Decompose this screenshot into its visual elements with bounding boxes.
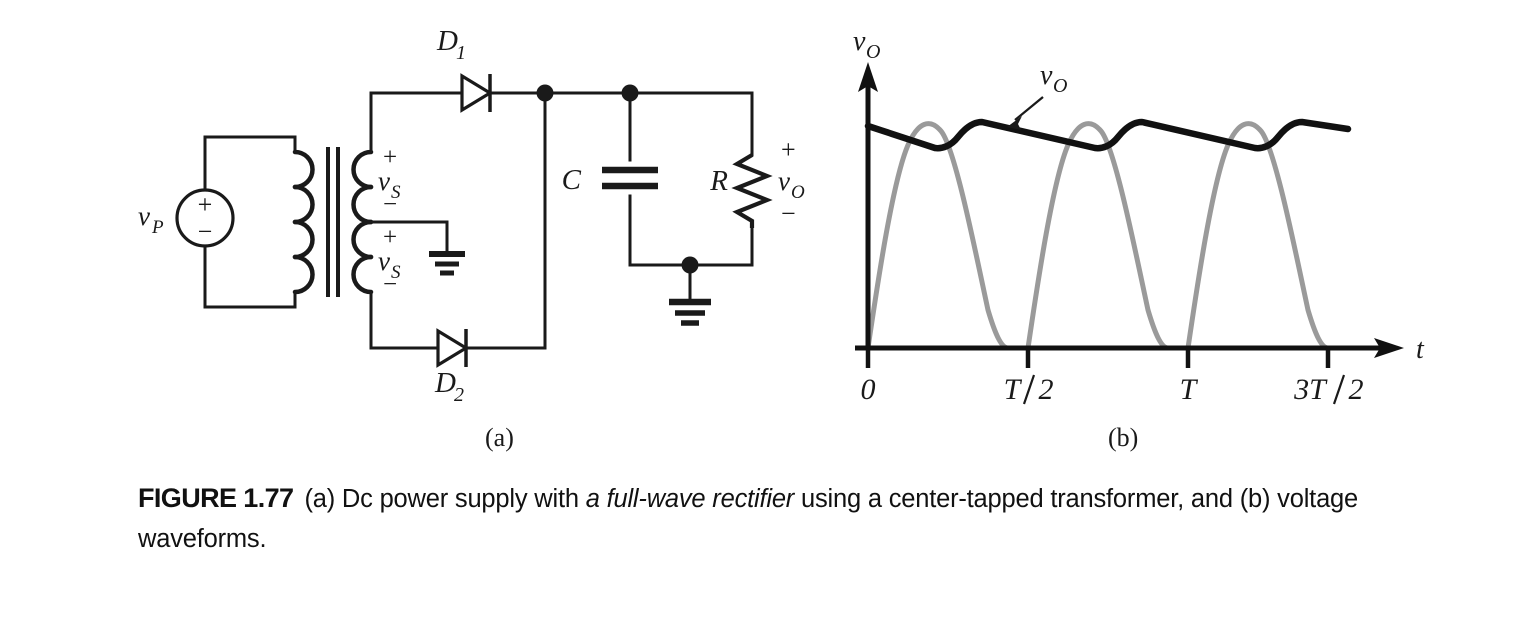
vs-bottom-plus-sign: +	[383, 224, 397, 251]
vs-top-plus-sign: +	[383, 144, 397, 171]
diode-d1-sub: 1	[456, 42, 466, 64]
output-label-sub: O	[791, 182, 805, 203]
subfigure-label-b: (b)	[1108, 423, 1139, 452]
node-dot-d1-output	[536, 84, 554, 102]
vs-bottom-label-v: v	[378, 246, 390, 276]
caption-part-a: (a)	[304, 485, 336, 513]
resistor-label: R	[709, 165, 728, 197]
secondary-turn-3	[351, 219, 374, 260]
tick-label-0: 0	[861, 373, 876, 406]
x-axis-title: t	[1416, 334, 1425, 365]
tick-label-T2-numerator: T	[1004, 373, 1023, 406]
y-axis-arrowhead	[858, 62, 878, 92]
secondary-turn-4	[351, 254, 374, 295]
rectified-sine-curve	[865, 121, 1331, 351]
figure-number: FIGURE 1.77	[138, 483, 294, 513]
transformer-secondary-coil	[351, 149, 374, 295]
tick-label-T2-denominator: 2	[1039, 373, 1054, 406]
vs-top-label-sub: S	[391, 182, 401, 203]
transformer-primary-coil	[292, 149, 315, 295]
curve-annotation-sub: O	[1053, 75, 1067, 97]
node-dot-ground	[681, 256, 699, 274]
output-label-v: v	[778, 166, 790, 196]
output-minus-sign: −	[781, 199, 796, 228]
source-minus-sign: −	[198, 217, 213, 246]
vs-top-minus-sign: −	[383, 191, 397, 218]
y-axis-title-v: v	[853, 26, 866, 57]
diode-d2	[432, 328, 545, 368]
diode-d2-sub: 2	[454, 384, 464, 406]
secondary-turn-1	[351, 149, 374, 190]
node-dot-capacitor-top	[621, 84, 639, 102]
tick-label-T-over-2: T 2	[1004, 373, 1054, 406]
tick-label-3T2-numerator: 3T	[1293, 373, 1328, 406]
ground-icon-center-tap	[429, 251, 465, 276]
x-axis-ticks	[865, 348, 1331, 368]
tick-label-3T2-denominator: 2	[1349, 373, 1364, 406]
x-axis	[855, 338, 1404, 358]
vs-bottom-minus-sign: −	[383, 271, 397, 298]
output-plus-sign: +	[781, 135, 796, 164]
source-label-sub: P	[151, 217, 164, 238]
caption-italic-phrase: a full-wave rectifier	[585, 485, 795, 513]
junction-dots	[536, 84, 699, 274]
secondary-turn-2	[351, 184, 374, 225]
secondary-wiring	[369, 91, 449, 350]
y-axis-title-sub: O	[866, 41, 880, 63]
x-axis-arrowhead	[1374, 338, 1404, 358]
sine-hump-2	[1025, 121, 1171, 351]
resistor-r	[731, 153, 773, 228]
ground-icon-main	[669, 298, 711, 326]
caption-text-1: Dc power supply with	[335, 485, 586, 513]
vs-bottom-label-sub: S	[391, 262, 401, 283]
waveform-plot: 0 T 2 T 3T 2 v O t v O	[853, 26, 1425, 406]
filtered-output-ripple-curve	[864, 118, 1352, 152]
capacitor-label: C	[562, 164, 582, 196]
circuit-diagram: + − v P	[138, 25, 805, 406]
sine-hump-1	[865, 121, 1011, 351]
source-label-v: v	[138, 201, 150, 231]
tick-label-T: T	[1180, 373, 1199, 406]
caption-part-b: (b)	[1239, 485, 1271, 513]
primary-wiring	[203, 135, 297, 309]
capacitor-c	[602, 166, 658, 190]
figure-caption: FIGURE 1.77 (a) Dc power supply with a fu…	[138, 478, 1388, 559]
diode-d1-label: D	[436, 25, 458, 57]
tick-label-3T-over-2: 3T 2	[1293, 373, 1363, 406]
source-plus-sign: +	[198, 190, 213, 219]
caption-text-3: voltage waveforms.	[138, 485, 1359, 553]
y-axis	[858, 62, 878, 348]
diode-d2-label: D	[434, 367, 456, 399]
annotation-leader-arrow-icon	[1007, 96, 1044, 130]
voltage-source-vp	[175, 188, 235, 248]
subfigure-label-a: (a)	[485, 423, 514, 452]
curve-annotation-v: v	[1040, 60, 1053, 91]
vs-top-label-v: v	[378, 166, 390, 196]
transformer-core	[326, 147, 340, 297]
diode-d1	[432, 73, 545, 113]
caption-text-2: using a center-tapped transformer, and	[794, 485, 1240, 513]
sine-hump-3	[1185, 121, 1331, 351]
